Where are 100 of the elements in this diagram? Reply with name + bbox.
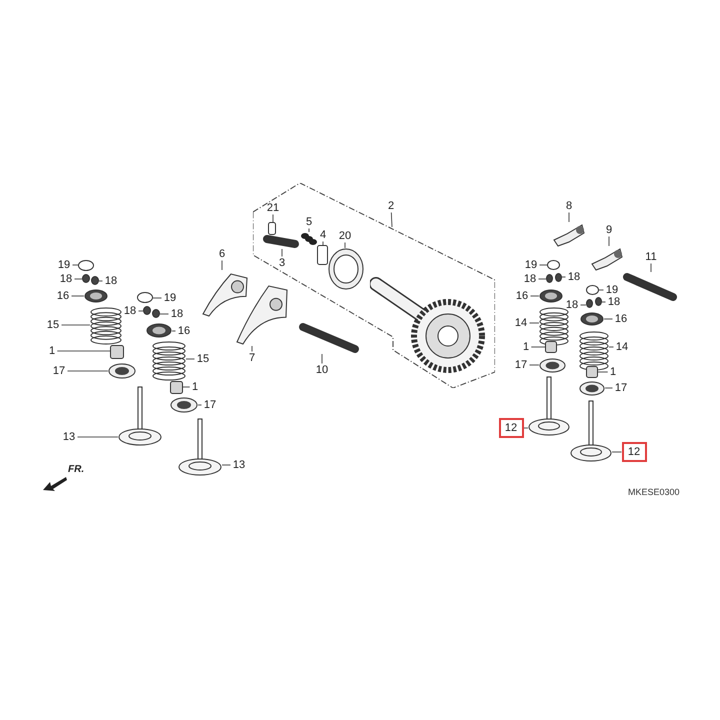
valve-spring bbox=[579, 331, 609, 371]
callout-number: 18 bbox=[102, 274, 120, 288]
shaft bbox=[262, 234, 300, 249]
callout-number: 17 bbox=[612, 382, 630, 394]
callout-number: 17 bbox=[202, 398, 218, 412]
valve bbox=[570, 400, 612, 462]
callout-number: 1 bbox=[608, 366, 618, 378]
shaft bbox=[298, 322, 360, 354]
valve-cotter bbox=[152, 309, 160, 318]
callout-number: 3 bbox=[276, 256, 288, 270]
callout-number: 15 bbox=[194, 352, 212, 366]
valve-shim bbox=[547, 260, 560, 270]
callout-number: 4 bbox=[318, 228, 328, 242]
leader-line bbox=[608, 236, 610, 246]
callout-number: 5 bbox=[304, 216, 314, 228]
callout-number: 18 bbox=[168, 308, 186, 320]
valve-shim bbox=[78, 260, 94, 271]
rocker-arm bbox=[552, 222, 586, 248]
stem-seal bbox=[110, 345, 124, 359]
leader-line bbox=[529, 364, 540, 366]
callout-number: 19 bbox=[162, 292, 178, 304]
callout-number: 16 bbox=[612, 312, 630, 326]
bearing bbox=[328, 248, 364, 290]
shaft bbox=[622, 272, 678, 302]
leader-line bbox=[538, 278, 546, 280]
callout-number: 12 bbox=[622, 442, 646, 462]
callout-number: 8 bbox=[564, 200, 574, 212]
callout-number: 19 bbox=[522, 258, 540, 272]
leader-line bbox=[72, 264, 78, 266]
leader-line bbox=[608, 346, 614, 348]
callout-number: 16 bbox=[54, 290, 72, 302]
small-spring bbox=[301, 232, 317, 246]
stem-seal bbox=[545, 341, 557, 353]
callout-number: 15 bbox=[44, 318, 62, 332]
leader-line bbox=[198, 404, 202, 406]
leader-line bbox=[74, 278, 82, 280]
valve-cotter bbox=[546, 274, 553, 283]
callout-number: 14 bbox=[512, 316, 530, 330]
valve-cotter bbox=[143, 306, 151, 315]
callout-number: 6 bbox=[216, 248, 228, 260]
callout-number: 18 bbox=[522, 272, 538, 286]
leader-line bbox=[562, 276, 566, 278]
callout-number: 21 bbox=[264, 202, 282, 214]
callout-number: 17 bbox=[512, 358, 530, 372]
callout-number: 1 bbox=[520, 340, 532, 354]
leader-line bbox=[539, 264, 548, 266]
rocker-arm bbox=[590, 246, 624, 272]
leader-line bbox=[272, 214, 274, 222]
callout-number: 16 bbox=[514, 290, 530, 302]
diagram-code: MKESE0300 bbox=[628, 486, 680, 499]
pin bbox=[268, 222, 276, 235]
valve bbox=[178, 418, 222, 476]
assembly-outline bbox=[253, 183, 495, 388]
stem-seal bbox=[170, 381, 183, 394]
valve-cotter bbox=[595, 297, 602, 306]
callout-number: 9 bbox=[604, 224, 614, 236]
callout-number: 18 bbox=[606, 296, 622, 308]
valve bbox=[528, 376, 570, 436]
callout-number: 1 bbox=[46, 344, 58, 358]
spring-seat bbox=[170, 397, 198, 413]
callout-number: 13 bbox=[230, 458, 248, 472]
valve-shim bbox=[137, 292, 153, 303]
leader-line bbox=[580, 304, 586, 306]
callout-number: 10 bbox=[314, 364, 330, 376]
callout-number: 18 bbox=[566, 270, 582, 284]
leader-line bbox=[56, 350, 110, 352]
leader-line bbox=[390, 212, 392, 228]
spring-seat bbox=[108, 363, 136, 379]
leader-line bbox=[77, 436, 118, 438]
callout-number: 18 bbox=[122, 304, 138, 318]
spring-seat bbox=[579, 381, 605, 396]
callout-number: 7 bbox=[246, 352, 258, 364]
spring-retainer bbox=[84, 289, 108, 303]
callout-number: 13 bbox=[60, 430, 78, 444]
leader-line bbox=[67, 370, 108, 372]
callout-number: 17 bbox=[50, 364, 68, 378]
valve-cotter bbox=[91, 276, 99, 285]
callout-number: 11 bbox=[642, 250, 660, 264]
leader-line bbox=[604, 318, 613, 320]
leader-line bbox=[98, 280, 103, 282]
valve-cotter bbox=[82, 274, 90, 283]
valve-spring bbox=[152, 341, 186, 381]
callout-number: 2 bbox=[386, 200, 396, 212]
callout-number: 18 bbox=[58, 272, 74, 286]
spring-retainer bbox=[146, 323, 172, 338]
leader-line bbox=[222, 464, 231, 466]
pin bbox=[317, 245, 328, 265]
leader-line bbox=[530, 346, 546, 348]
leader-line bbox=[650, 263, 652, 272]
valve bbox=[118, 386, 162, 446]
leader-line bbox=[529, 322, 540, 324]
spring-retainer bbox=[539, 289, 563, 303]
valve-cotter bbox=[586, 299, 593, 308]
valve-spring bbox=[539, 307, 569, 346]
leader-line bbox=[138, 310, 144, 312]
spring-retainer bbox=[580, 312, 604, 326]
spring-seat bbox=[539, 358, 566, 373]
callout-number: 16 bbox=[176, 324, 192, 338]
leader-line bbox=[186, 358, 195, 360]
direction-label: FR. bbox=[68, 463, 84, 477]
